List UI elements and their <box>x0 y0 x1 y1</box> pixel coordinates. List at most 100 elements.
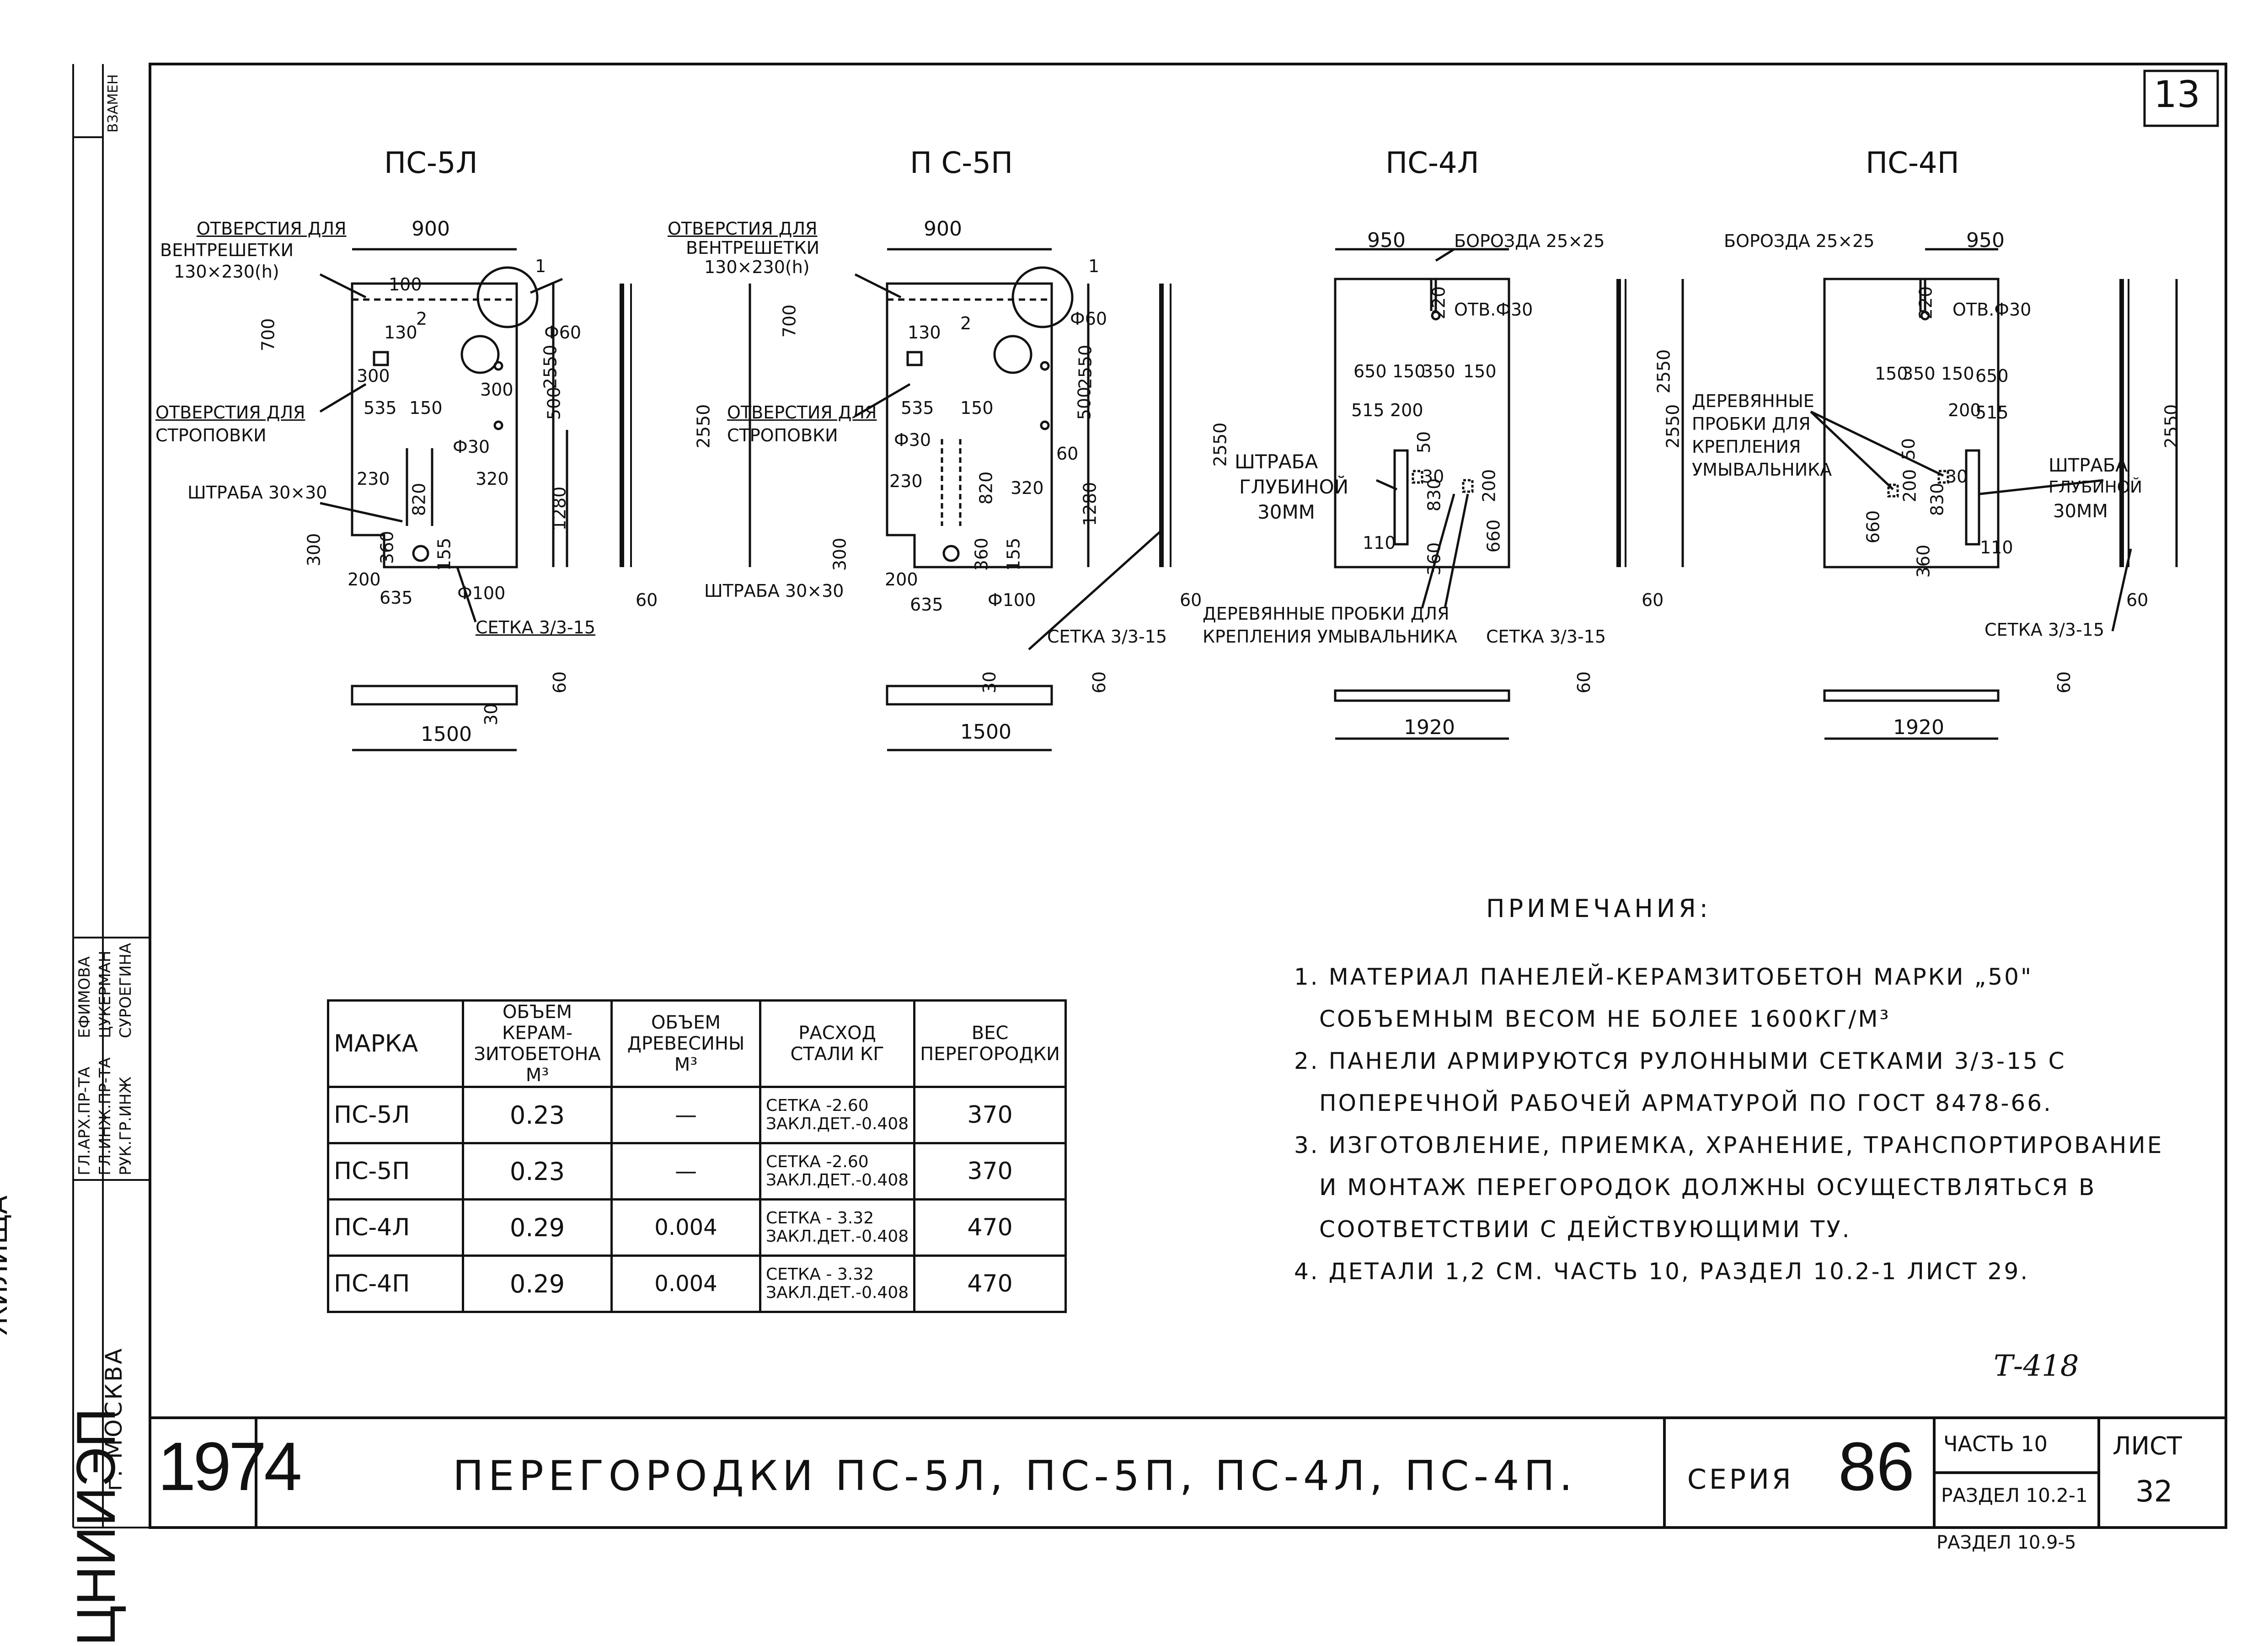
dim-2550-side: 2550 <box>1663 404 1683 449</box>
edge-60b: 60 <box>2054 671 2075 694</box>
note-line: ПОПЕРЕЧНОЙ РАБОЧЕЙ АРМАТУРОЙ ПО ГОСТ 847… <box>1319 1090 2053 1116</box>
dim-360: 360 <box>971 537 992 571</box>
dim-60: 60 <box>1056 444 1079 464</box>
hole-phi30: Ф30 <box>453 437 490 457</box>
dim-150: 150 <box>1392 361 1426 381</box>
notes-list: 1. МАТЕРИАЛ ПАНЕЛЕЙ-КЕРАМЗИТОБЕТОН МАРКИ… <box>1294 956 2163 1292</box>
panel-ps4l <box>1334 248 1684 740</box>
cell-volume: 0.23 <box>462 1086 613 1144</box>
table-header: ВЕС ПЕРЕГОРОДКИ <box>913 999 1067 1088</box>
dim-635: 635 <box>380 588 413 608</box>
groove-label-1: ШТРАБА <box>2049 455 2128 476</box>
vent-label-1: ОТВЕРСТИЯ ДЛЯ <box>197 219 347 239</box>
dim-515: 515 <box>1351 400 1385 420</box>
callout-2: 2 <box>416 309 428 329</box>
panel-title-ps5l: ПС-5Л <box>384 146 478 180</box>
panel-ps5p <box>749 248 1171 751</box>
net-label: СЕТКА 3/3-15 <box>476 617 596 638</box>
vent-label-3: 130×230(h) <box>174 262 279 282</box>
dim-30: 30 <box>1422 466 1444 487</box>
cell-mark: ПС-4Л <box>327 1198 464 1257</box>
corner-number-box <box>2143 70 2219 127</box>
panel-ps5l <box>319 248 632 751</box>
edge-30: 30 <box>481 703 502 726</box>
table-header-row: МАРКА ОБЪЕМ КЕРАМ-ЗИТОБЕТОНА М³ ОБЪЕМ ДР… <box>327 999 1067 1088</box>
dim-500: 500 <box>1074 386 1095 420</box>
dim-130: 130 <box>384 322 417 343</box>
cell-wood: 0.004 <box>610 1255 761 1313</box>
note-line: СОБЪЕМНЫМ ВЕСОМ НЕ БОЛЕЕ 1600КГ/М³ <box>1319 1006 1891 1032</box>
city: г. МОСКВА <box>101 1346 127 1491</box>
dim-width: 900 <box>924 217 962 241</box>
dim-2550: 2550 <box>1075 344 1096 389</box>
callout-2: 2 <box>960 313 972 333</box>
wood-label-1: ДЕРЕВЯННЫЕ ПРОБКИ ДЛЯ <box>1203 604 1450 624</box>
steel-embedded: ЗАКЛ.ДЕТ.-0.408 <box>766 1171 909 1190</box>
dim-200: 200 <box>1390 400 1423 420</box>
edge-60: 60 <box>2126 590 2149 610</box>
groove-label-2: ГЛУБИНОЙ <box>2049 478 2142 497</box>
dim-150b: 150 <box>1941 364 1974 384</box>
dim-700: 700 <box>258 318 278 352</box>
edge-30: 30 <box>979 671 1000 694</box>
dim-bottom: 1500 <box>960 720 1011 744</box>
hole-label: ОТВ.Ф30 <box>1952 300 2032 320</box>
cell-wood: — <box>610 1086 761 1144</box>
dim-width: 950 <box>1966 229 2005 252</box>
dim-50: 50 <box>1414 431 1434 454</box>
org-sub: ЖИЛИЩА <box>0 1195 14 1335</box>
spec-table: МАРКА ОБЪЕМ КЕРАМ-ЗИТОБЕТОНА М³ ОБЪЕМ ДР… <box>327 999 1067 1313</box>
dim-150: 150 <box>409 398 443 418</box>
note-line: СООТВЕТСТВИИ С ДЕЙСТВУЮЩИМИ ТУ. <box>1319 1216 1851 1243</box>
dim-650: 650 <box>1975 366 2009 386</box>
hole-phi60: Ф60 <box>1070 309 1107 329</box>
dim-200: 200 <box>1948 400 1981 420</box>
lift-label-2: СТРОПОВКИ <box>727 425 838 445</box>
dim-1280: 1280 <box>1080 482 1100 526</box>
dim-535: 535 <box>364 398 397 418</box>
hole-phi60: Ф60 <box>544 322 582 343</box>
wood-label-1: ДЕРЕВЯННЫЕ <box>1692 391 1814 411</box>
steel-net: СЕТКА -2.60 <box>766 1153 869 1171</box>
dim-230: 230 <box>357 469 390 489</box>
steel-net: СЕТКА -2.60 <box>766 1096 869 1115</box>
dim-320: 320 <box>1011 478 1044 498</box>
steel-net: СЕТКА - 3.32 <box>766 1265 874 1284</box>
dim-2550: 2550 <box>1653 349 1674 394</box>
dim-360: 360 <box>377 531 397 564</box>
dim-300: 300 <box>357 366 390 386</box>
cell-weight: 370 <box>913 1086 1067 1144</box>
dim-110: 110 <box>1980 537 2013 558</box>
cell-volume: 0.29 <box>462 1198 613 1257</box>
sheet-label: ЛИСТ <box>2113 1432 2182 1460</box>
groove-label: ШТРАБА 30×30 <box>187 483 327 503</box>
steel-net: СЕТКА - 3.32 <box>766 1209 874 1228</box>
edge-60: 60 <box>1642 590 1664 610</box>
dim-width: 900 <box>412 217 450 241</box>
name-2: ЦУКЕРМАН <box>96 950 114 1038</box>
vent-label-3: 130×230(h) <box>704 257 810 277</box>
table-header: ОБЪЕМ ДРЕВЕСИНЫ М³ <box>610 999 761 1088</box>
cell-weight: 470 <box>913 1198 1067 1257</box>
dim-360: 360 <box>1913 544 1934 578</box>
panel-title-ps4l: ПС-4Л <box>1385 146 1479 180</box>
handwritten-code: Т-418 <box>1994 1349 2079 1383</box>
note-line: 2. ПАНЕЛИ АРМИРУЮТСЯ РУЛОННЫМИ СЕТКАМИ 3… <box>1294 1048 2066 1074</box>
cell-mark: ПС-4П <box>327 1255 464 1313</box>
hole-phi100: Ф100 <box>457 583 506 603</box>
dim-bottom: 1920 <box>1404 716 1455 739</box>
dim-220: 220 <box>1428 286 1449 320</box>
dim-2550: 2550 <box>540 344 561 389</box>
cell-mark: ПС-5Л <box>327 1086 464 1144</box>
dim-2550-side: 2550 <box>693 404 714 449</box>
vent-label-2: ВЕНТРЕШЕТКИ <box>160 240 294 260</box>
cell-mark: ПС-5П <box>327 1142 464 1201</box>
groove-label: ШТРАБА 30×30 <box>704 581 844 601</box>
hole-phi100: Ф100 <box>988 590 1036 610</box>
part-number: ЧАСТЬ 10 <box>1943 1432 2048 1456</box>
name-3: СУРОЕГИНА <box>117 943 135 1038</box>
